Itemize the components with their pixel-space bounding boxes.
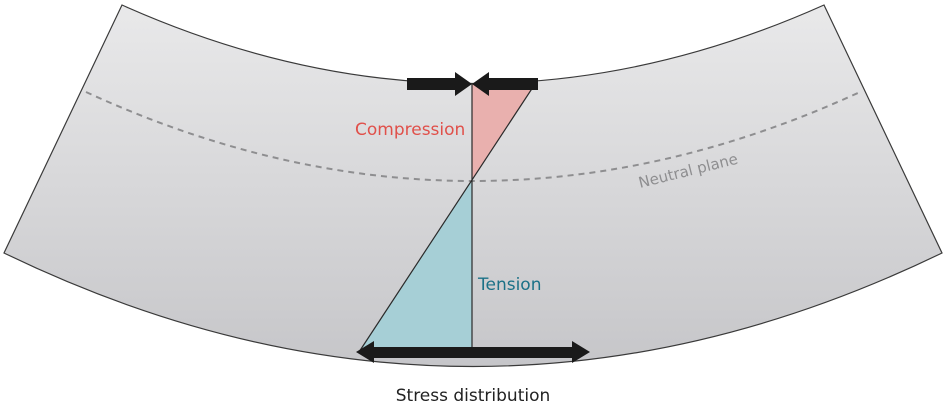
tension-arrow-left-head xyxy=(356,341,374,363)
compression-arrows xyxy=(407,72,538,96)
tension-label: Tension xyxy=(477,275,541,295)
tension-arrow xyxy=(356,341,590,363)
compression-arrow-right-head xyxy=(472,72,489,96)
bent-beam xyxy=(3,4,943,368)
compression-label: Compression xyxy=(355,120,465,140)
compression-arrow-right-shaft xyxy=(489,78,538,90)
tension-arrow-right-head xyxy=(572,341,590,363)
neutral-plane-line xyxy=(85,91,861,182)
compression-arrow-left-head xyxy=(455,72,472,96)
tension-arrow-shaft xyxy=(370,347,574,358)
stress-gradient-line xyxy=(358,83,536,353)
compression-arrow-left-shaft xyxy=(407,78,457,90)
stress-distribution-caption: Stress distribution xyxy=(395,386,551,406)
